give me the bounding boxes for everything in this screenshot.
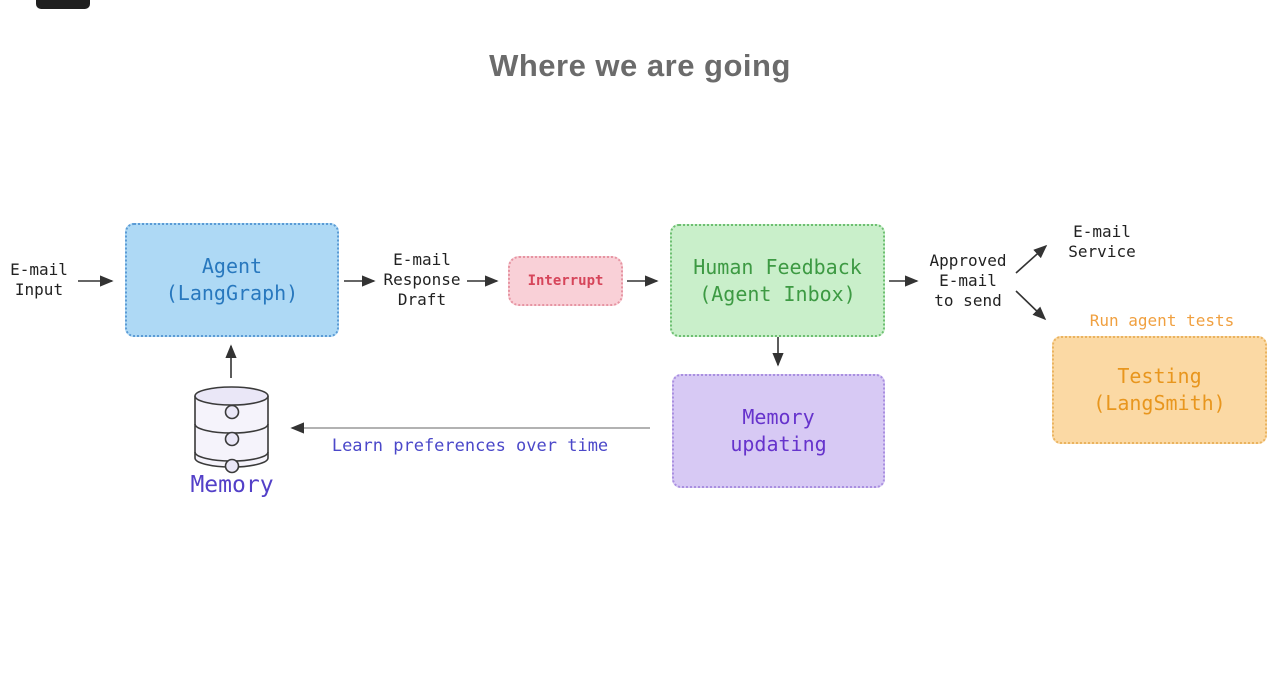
label-email-service: E-mail Service: [1068, 222, 1136, 261]
label-email-response-draft: E-mail Response Draft: [383, 250, 461, 309]
label-approved-email-to-send: Approved E-mail to send: [929, 251, 1007, 310]
label-memory: Memory: [190, 472, 274, 498]
node-agent-langgraph: Agent (LangGraph): [125, 223, 339, 337]
slide-title: Where we are going: [489, 48, 791, 83]
arrow-approved-to-run-agent-tests: [1015, 290, 1047, 321]
node-memory-updating: Memory updating: [672, 374, 885, 488]
node-interrupt: Interrupt: [508, 256, 623, 306]
label-email-input: E-mail Input: [10, 260, 68, 299]
window-top-bar: [36, 0, 90, 9]
arrow-approved-to-email-service: [1015, 244, 1048, 274]
node-testing-langsmith: Testing (LangSmith): [1052, 336, 1267, 444]
node-human-feedback-agent-inbox: Human Feedback (Agent Inbox): [670, 224, 885, 337]
label-learn-preferences-over-time: Learn preferences over time: [331, 436, 609, 456]
label-run-agent-tests: Run agent tests: [1089, 311, 1235, 330]
